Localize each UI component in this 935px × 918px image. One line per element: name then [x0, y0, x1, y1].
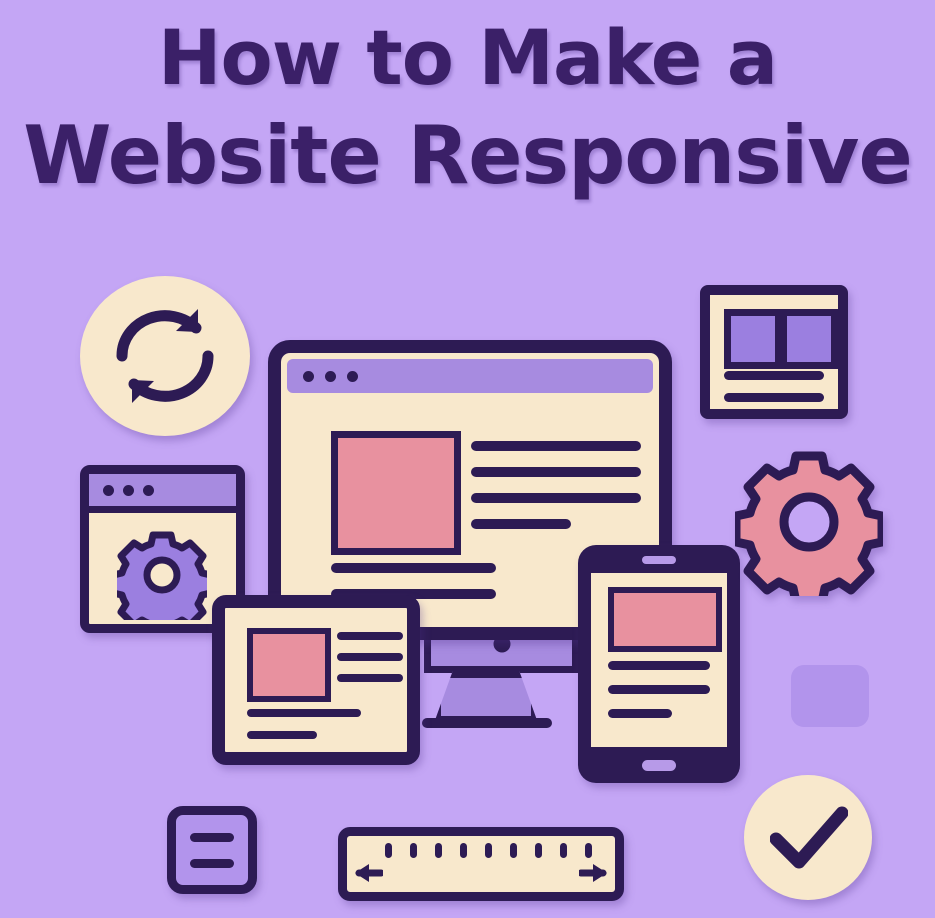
laptop-layout-card — [212, 595, 420, 765]
text-line — [608, 709, 672, 718]
tablet-screen-content — [591, 573, 727, 747]
page-title: How to Make a Website Responsive — [0, 10, 935, 206]
text-line — [247, 709, 361, 717]
image-placeholder — [247, 628, 331, 702]
monitor-foot — [422, 718, 552, 728]
menu-line-1 — [190, 833, 234, 842]
text-line — [608, 685, 710, 694]
text-line — [337, 653, 403, 661]
checkmark-icon: Done — [769, 805, 849, 871]
ruler-tick — [560, 843, 567, 858]
image-placeholder — [608, 587, 722, 652]
rounded-square-shape — [791, 665, 869, 727]
tablet-device — [578, 545, 740, 783]
window-dot-3 — [143, 485, 154, 496]
title-line-1: How to Make a — [157, 13, 778, 102]
monitor-title-bar — [287, 359, 653, 393]
sync-refresh-icon: Sync — [106, 300, 224, 412]
grid-box-2 — [780, 309, 838, 369]
image-placeholder — [331, 431, 461, 555]
menu-line-2 — [190, 859, 234, 868]
window-dot-1 — [303, 371, 314, 382]
grid-box-1 — [724, 309, 782, 369]
text-line — [471, 493, 641, 503]
monitor-stand — [434, 671, 538, 723]
browser-title-bar — [89, 474, 236, 513]
gear-icon-label: Settings — [883, 448, 884, 449]
text-line — [331, 563, 496, 573]
text-line — [337, 674, 403, 682]
resize-ruler — [338, 827, 624, 901]
menu-hamburger-icon — [167, 806, 257, 894]
title-line-2: Website Responsive — [23, 109, 912, 202]
window-dot-1 — [103, 485, 114, 496]
ruler-tick — [460, 843, 467, 858]
check-badge — [744, 775, 872, 900]
ruler-tick — [385, 843, 392, 858]
text-line — [331, 589, 496, 599]
ruler-tick — [410, 843, 417, 858]
text-line — [471, 467, 641, 477]
ruler-tick — [535, 843, 542, 858]
gear-icon — [109, 530, 215, 637]
monitor-screen-content — [281, 399, 659, 627]
text-line — [247, 731, 317, 739]
tablet-speaker — [642, 556, 676, 564]
ruler-tick — [485, 843, 492, 858]
window-dot-3 — [347, 371, 358, 382]
ruler-tick — [510, 843, 517, 858]
tablet-home-button — [642, 760, 676, 771]
gear-icon: Settings — [731, 448, 887, 607]
window-dot-2 — [123, 485, 134, 496]
text-line — [471, 519, 571, 529]
ruler-tick — [585, 843, 592, 858]
ruler-tick — [435, 843, 442, 858]
window-dot-2 — [325, 371, 336, 382]
sync-refresh-badge — [80, 276, 250, 436]
text-line — [724, 393, 824, 402]
arrow-right-icon — [577, 860, 609, 886]
text-line — [337, 632, 403, 640]
text-line — [471, 441, 641, 451]
arrow-left-icon — [353, 860, 385, 886]
grid-layout-card — [700, 285, 848, 419]
text-line — [724, 371, 824, 380]
text-line — [608, 661, 710, 670]
